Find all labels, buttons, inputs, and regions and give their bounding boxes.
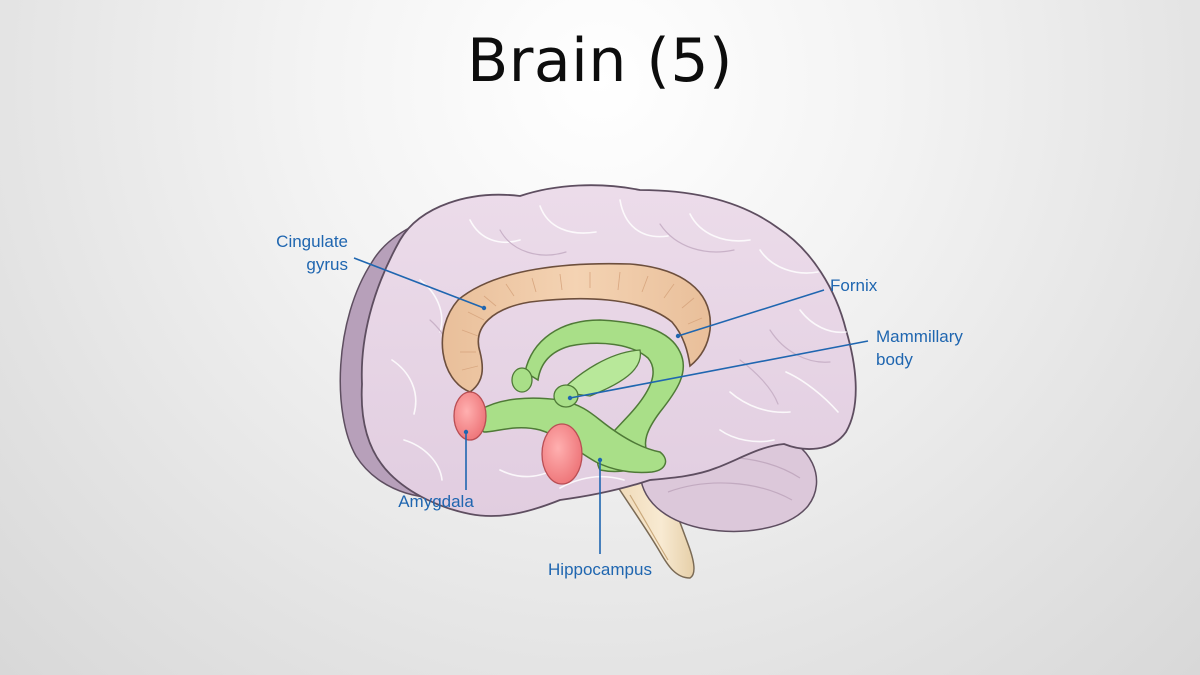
anterior-bulb [511, 367, 533, 393]
label-mammillary-line2: body [876, 350, 913, 369]
mammillary-body [553, 384, 579, 408]
label-fornix-text: Fornix [830, 276, 878, 295]
label-hippocampus: Hippocampus [510, 558, 690, 581]
label-mammillary-body: Mammillary body [876, 325, 996, 371]
label-amygdala: Amygdala [376, 490, 496, 513]
label-cingulate-line2: gyrus [306, 255, 348, 274]
fornix-leader [677, 289, 825, 337]
brain-medial-surface [360, 184, 857, 517]
mammillary-leader [569, 340, 869, 399]
cingulate-leader [353, 257, 485, 309]
leader-lines [353, 257, 869, 554]
label-cingulate-gyrus: Cingulate gyrus [248, 230, 348, 276]
label-cingulate-line1: Cingulate [276, 232, 348, 251]
label-mammillary-line1: Mammillary [876, 327, 963, 346]
leader-dots [463, 305, 681, 463]
label-amygdala-text: Amygdala [398, 492, 474, 511]
cingulate-gyrus [441, 262, 712, 393]
label-fornix: Fornix [830, 274, 930, 297]
amygdala-posterior [541, 423, 583, 485]
amygdala-anterior [453, 391, 487, 441]
label-hippocampus-text: Hippocampus [548, 560, 652, 579]
slide-title: Brain (5) [467, 26, 733, 96]
